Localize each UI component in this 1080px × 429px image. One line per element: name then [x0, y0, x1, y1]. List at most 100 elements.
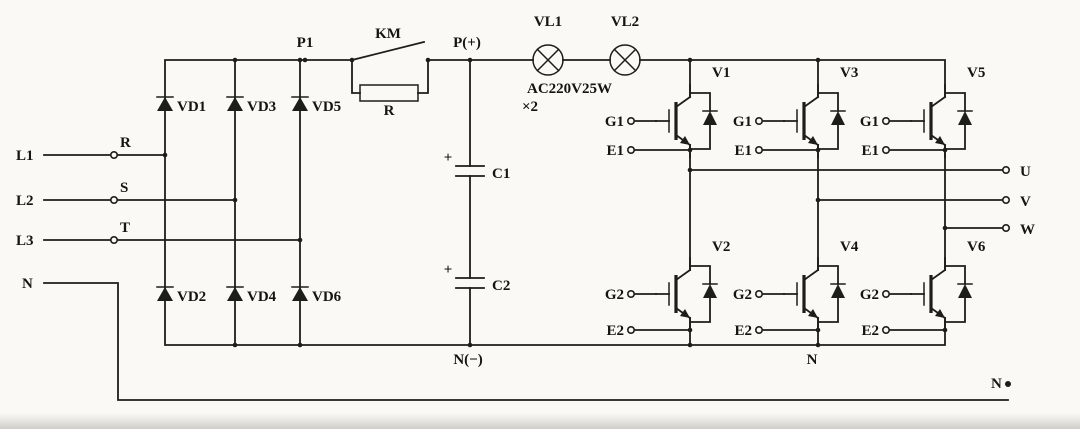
u-output-label: U	[1020, 164, 1031, 180]
capacitor-c1-plates	[455, 165, 485, 177]
diode-vd5	[291, 96, 309, 112]
s-terminal-label: S	[120, 180, 128, 196]
junction-dot	[815, 57, 821, 63]
junction-dot	[232, 197, 238, 203]
g2-terminal-v	[754, 289, 763, 298]
igbt-v3	[782, 83, 847, 159]
e1-label-u: E1	[606, 143, 624, 159]
e2-terminal-v	[754, 325, 763, 334]
capacitor-c2-plates	[455, 277, 485, 289]
n-minus-node-label: N(−)	[453, 352, 482, 368]
e1-terminal-v	[754, 146, 763, 155]
junction-dot	[687, 327, 693, 333]
diode-vd2	[156, 286, 174, 302]
t-terminal-label: T	[120, 220, 130, 236]
junction-dot	[815, 197, 821, 203]
diode-vd6	[291, 286, 309, 302]
p1-node-label: P1	[297, 35, 314, 51]
v5-label: V5	[967, 65, 985, 81]
e1-terminal-w	[881, 146, 890, 155]
g1-label-v: G1	[733, 114, 752, 130]
junction-dot	[815, 342, 821, 348]
e2-label-u: E2	[606, 323, 624, 339]
v-output-label: V	[1020, 194, 1031, 210]
e1-label-w: E1	[861, 143, 879, 159]
c2-label: C2	[492, 278, 510, 294]
u-output-terminal	[1001, 166, 1010, 175]
junction-dot	[942, 225, 948, 231]
r-terminal	[110, 151, 119, 160]
e1-terminal-u	[626, 146, 635, 155]
vl1-label: VL1	[534, 14, 562, 30]
junction-dot	[425, 57, 431, 63]
diode-vd1	[156, 96, 174, 112]
n-bus-label: N	[807, 352, 818, 368]
e2-terminal-u	[626, 325, 635, 334]
vd2-label: VD2	[177, 289, 206, 305]
vd5-label: VD5	[312, 99, 341, 115]
v4-label: V4	[840, 239, 859, 255]
diode-vd4	[226, 286, 244, 302]
km-label: KM	[375, 26, 401, 42]
junction-dot	[687, 147, 693, 153]
g2-label-w: G2	[860, 287, 879, 303]
v1-label: V1	[712, 65, 730, 81]
g1-label-u: G1	[605, 114, 624, 130]
l2-label: L2	[16, 193, 34, 209]
e2-label-v: E2	[734, 323, 752, 339]
igbt-v4	[782, 256, 847, 332]
km-contact-blade	[350, 40, 426, 62]
junction-dot	[687, 57, 693, 63]
vd6-label: VD6	[312, 289, 342, 305]
igbt-v2	[654, 256, 719, 332]
s-terminal	[110, 196, 119, 205]
junction-dot	[297, 57, 303, 63]
v2-label: V2	[712, 239, 730, 255]
junction-dot	[349, 57, 355, 63]
junction-dot	[687, 342, 693, 348]
c2-polarity-label: +	[444, 262, 453, 278]
vd1-label: VD1	[177, 99, 206, 115]
junction-dot	[942, 327, 948, 333]
igbt-v5	[909, 83, 974, 159]
c1-polarity-label: +	[444, 150, 453, 166]
v6-label: V6	[967, 239, 986, 255]
diode-vd3	[226, 96, 244, 112]
igbt-v6	[909, 256, 974, 332]
lamp-vl1	[532, 44, 564, 76]
g1-terminal-w	[881, 117, 890, 126]
n-output-terminal-dot	[1005, 381, 1011, 387]
junction-dot	[232, 342, 238, 348]
junction-dot	[162, 152, 168, 158]
g1-terminal-v	[754, 117, 763, 126]
e1-label-v: E1	[734, 143, 752, 159]
g1-terminal-u	[626, 117, 635, 126]
wire-lines	[43, 59, 1009, 401]
vd3-label: VD3	[247, 99, 276, 115]
charging-resistor-body	[359, 84, 419, 102]
wiring	[43, 59, 1009, 401]
output-section: U V W N	[991, 164, 1035, 392]
junction-dot	[815, 327, 821, 333]
e2-terminal-w	[881, 325, 890, 334]
n-output-label: N	[991, 376, 1002, 392]
junction-dot	[467, 342, 473, 348]
c1-label: C1	[492, 166, 510, 182]
l3-label: L3	[16, 233, 34, 249]
v-output-terminal	[1001, 196, 1010, 205]
g2-terminal-w	[881, 289, 890, 298]
charging-resistor-label: R	[384, 103, 395, 119]
g2-terminal-u	[626, 289, 635, 298]
vd4-label: VD4	[247, 289, 277, 305]
e2-label-w: E2	[861, 323, 879, 339]
l1-label: L1	[16, 148, 34, 164]
lamp-vl2	[609, 44, 641, 76]
inverter-bridge: V1 V3 V5 V2 V4 V6 G1 E1 G2 E2 G1 E1 G2 E…	[605, 65, 986, 339]
v3-label: V3	[840, 65, 858, 81]
vl2-label: VL2	[611, 14, 639, 30]
t-terminal	[110, 236, 119, 245]
w-output-label: W	[1020, 222, 1035, 238]
g1-label-w: G1	[860, 114, 879, 130]
g2-label-u: G2	[605, 287, 624, 303]
